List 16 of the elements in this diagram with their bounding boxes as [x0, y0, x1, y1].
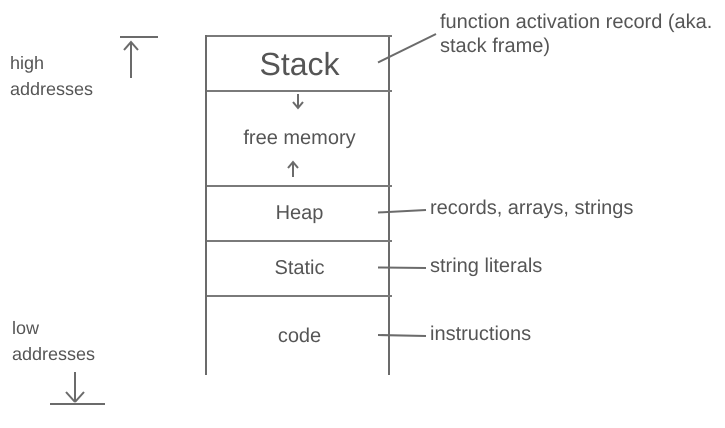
address-label: low addresses: [12, 317, 96, 366]
leader-line: [378, 266, 426, 269]
memory-column: [205, 35, 390, 375]
annotation-text: records, arrays, strings: [430, 196, 715, 224]
annotation-text: string literals: [430, 254, 715, 282]
segment-label: code: [278, 324, 322, 348]
segment-label: Stack: [259, 44, 340, 84]
annotation-text: instructions: [430, 322, 715, 350]
leader-line: [378, 33, 436, 64]
segment-label: Static: [274, 256, 325, 281]
leader-line: [378, 334, 426, 337]
annotation-text: function activation record (aka. stack frame): [440, 10, 720, 82]
leader-line: [378, 209, 426, 214]
segment-label: free memory: [243, 126, 356, 151]
address-label: high addresses: [10, 52, 94, 101]
segment-label: Heap: [276, 201, 324, 226]
